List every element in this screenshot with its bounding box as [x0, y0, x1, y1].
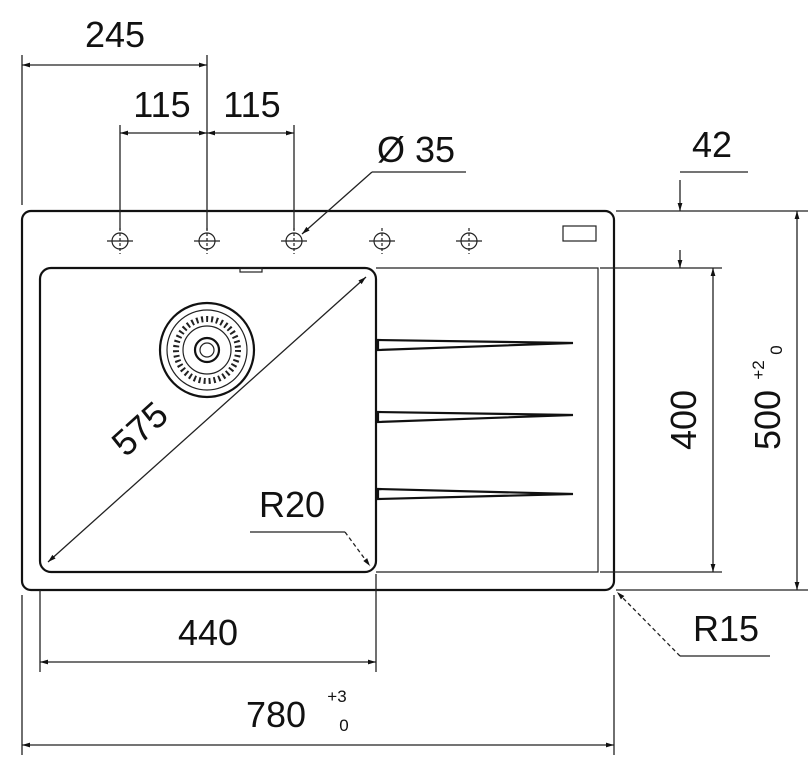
dim-42: 42 — [692, 124, 732, 165]
dim-115-right: 115 — [223, 84, 280, 125]
faucet-hole-icon — [107, 228, 133, 254]
bowl — [38, 266, 378, 574]
dim-245: 245 — [85, 14, 145, 55]
drain-icon — [158, 301, 256, 399]
control-button — [562, 225, 597, 242]
dim-hole-diameter: Ø 35 — [377, 129, 455, 170]
drainboard-ribs — [376, 338, 574, 501]
drainboard — [376, 267, 599, 573]
dim-780-tol-lower: 0 — [339, 716, 348, 735]
faucet-hole-icon — [456, 228, 482, 254]
dim-440: 440 — [178, 612, 238, 653]
faucet-hole-icon — [281, 228, 307, 254]
dim-500-tol-lower: 0 — [767, 345, 786, 354]
dim-r20: R20 — [259, 484, 325, 525]
overflow-slot — [239, 267, 263, 273]
sink-outline — [20, 209, 616, 592]
dim-500-tol-upper: +2 — [749, 360, 768, 379]
dim-500: 500 — [747, 390, 788, 450]
dim-115-left: 115 — [133, 84, 190, 125]
leader-r15-arrow — [616, 591, 681, 657]
dim-780: 780 — [246, 694, 306, 735]
faucet-hole-icon — [194, 228, 220, 254]
extension-lines — [21, 55, 808, 755]
dim-400: 400 — [663, 390, 704, 450]
faucet-holes — [107, 228, 482, 254]
dim-575: 575 — [104, 393, 176, 464]
dim-780-tol-upper: +3 — [327, 687, 346, 706]
faucet-hole-icon — [369, 228, 395, 254]
leader-r20-arrow — [344, 531, 371, 567]
dim-line-575 — [47, 276, 367, 563]
leader-hole-diameter-arrow — [301, 171, 373, 235]
dim-r15: R15 — [693, 608, 759, 649]
